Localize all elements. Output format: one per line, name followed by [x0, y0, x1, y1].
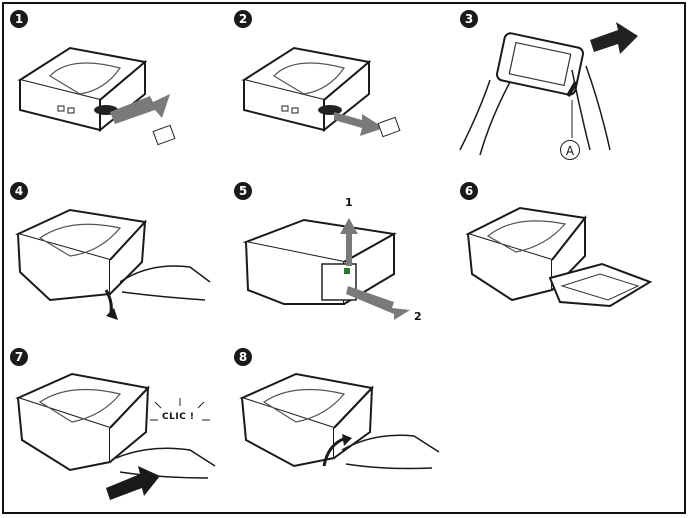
open-compartment-illustration — [15, 208, 211, 320]
printer-card-insert-illustration — [17, 46, 176, 146]
arrow-label-right: 2 — [414, 310, 422, 323]
callout-a-label: A — [560, 140, 580, 160]
step-number-badge: 5 — [234, 182, 252, 200]
cartridge-handling-illustration — [459, 22, 638, 156]
step-6-panel: 6 — [460, 182, 680, 342]
step-number-badge: 4 — [10, 182, 28, 200]
step-5-panel: 5 1 2 — [234, 182, 454, 342]
step-7-panel: 7 CLIC ! — [10, 348, 230, 508]
step-1-panel: 1 — [10, 10, 230, 170]
printer-card-remove-illustration — [241, 46, 401, 138]
step-number-badge: 8 — [234, 348, 252, 366]
step-number-badge: 2 — [234, 10, 252, 28]
paper-tray-illustration — [465, 206, 653, 308]
close-compartment-illustration — [239, 372, 440, 470]
step-number-badge: 6 — [460, 182, 478, 200]
cartridge-slot-illustration — [242, 218, 410, 320]
step-3-panel: 3 A — [459, 10, 680, 170]
step-4-panel: 4 — [10, 182, 230, 342]
step-number-badge: 3 — [460, 10, 478, 28]
step-number-badge: 7 — [10, 348, 28, 366]
step-number-badge: 1 — [10, 10, 28, 28]
click-sound-label: CLIC ! — [162, 412, 195, 422]
insert-cartridge-illustration — [15, 372, 216, 500]
arrow-label-up: 1 — [345, 196, 353, 209]
step-8-panel: 8 — [234, 348, 454, 508]
step-2-panel: 2 — [234, 10, 454, 170]
instruction-sheet: 1 2 3 — [2, 2, 686, 514]
